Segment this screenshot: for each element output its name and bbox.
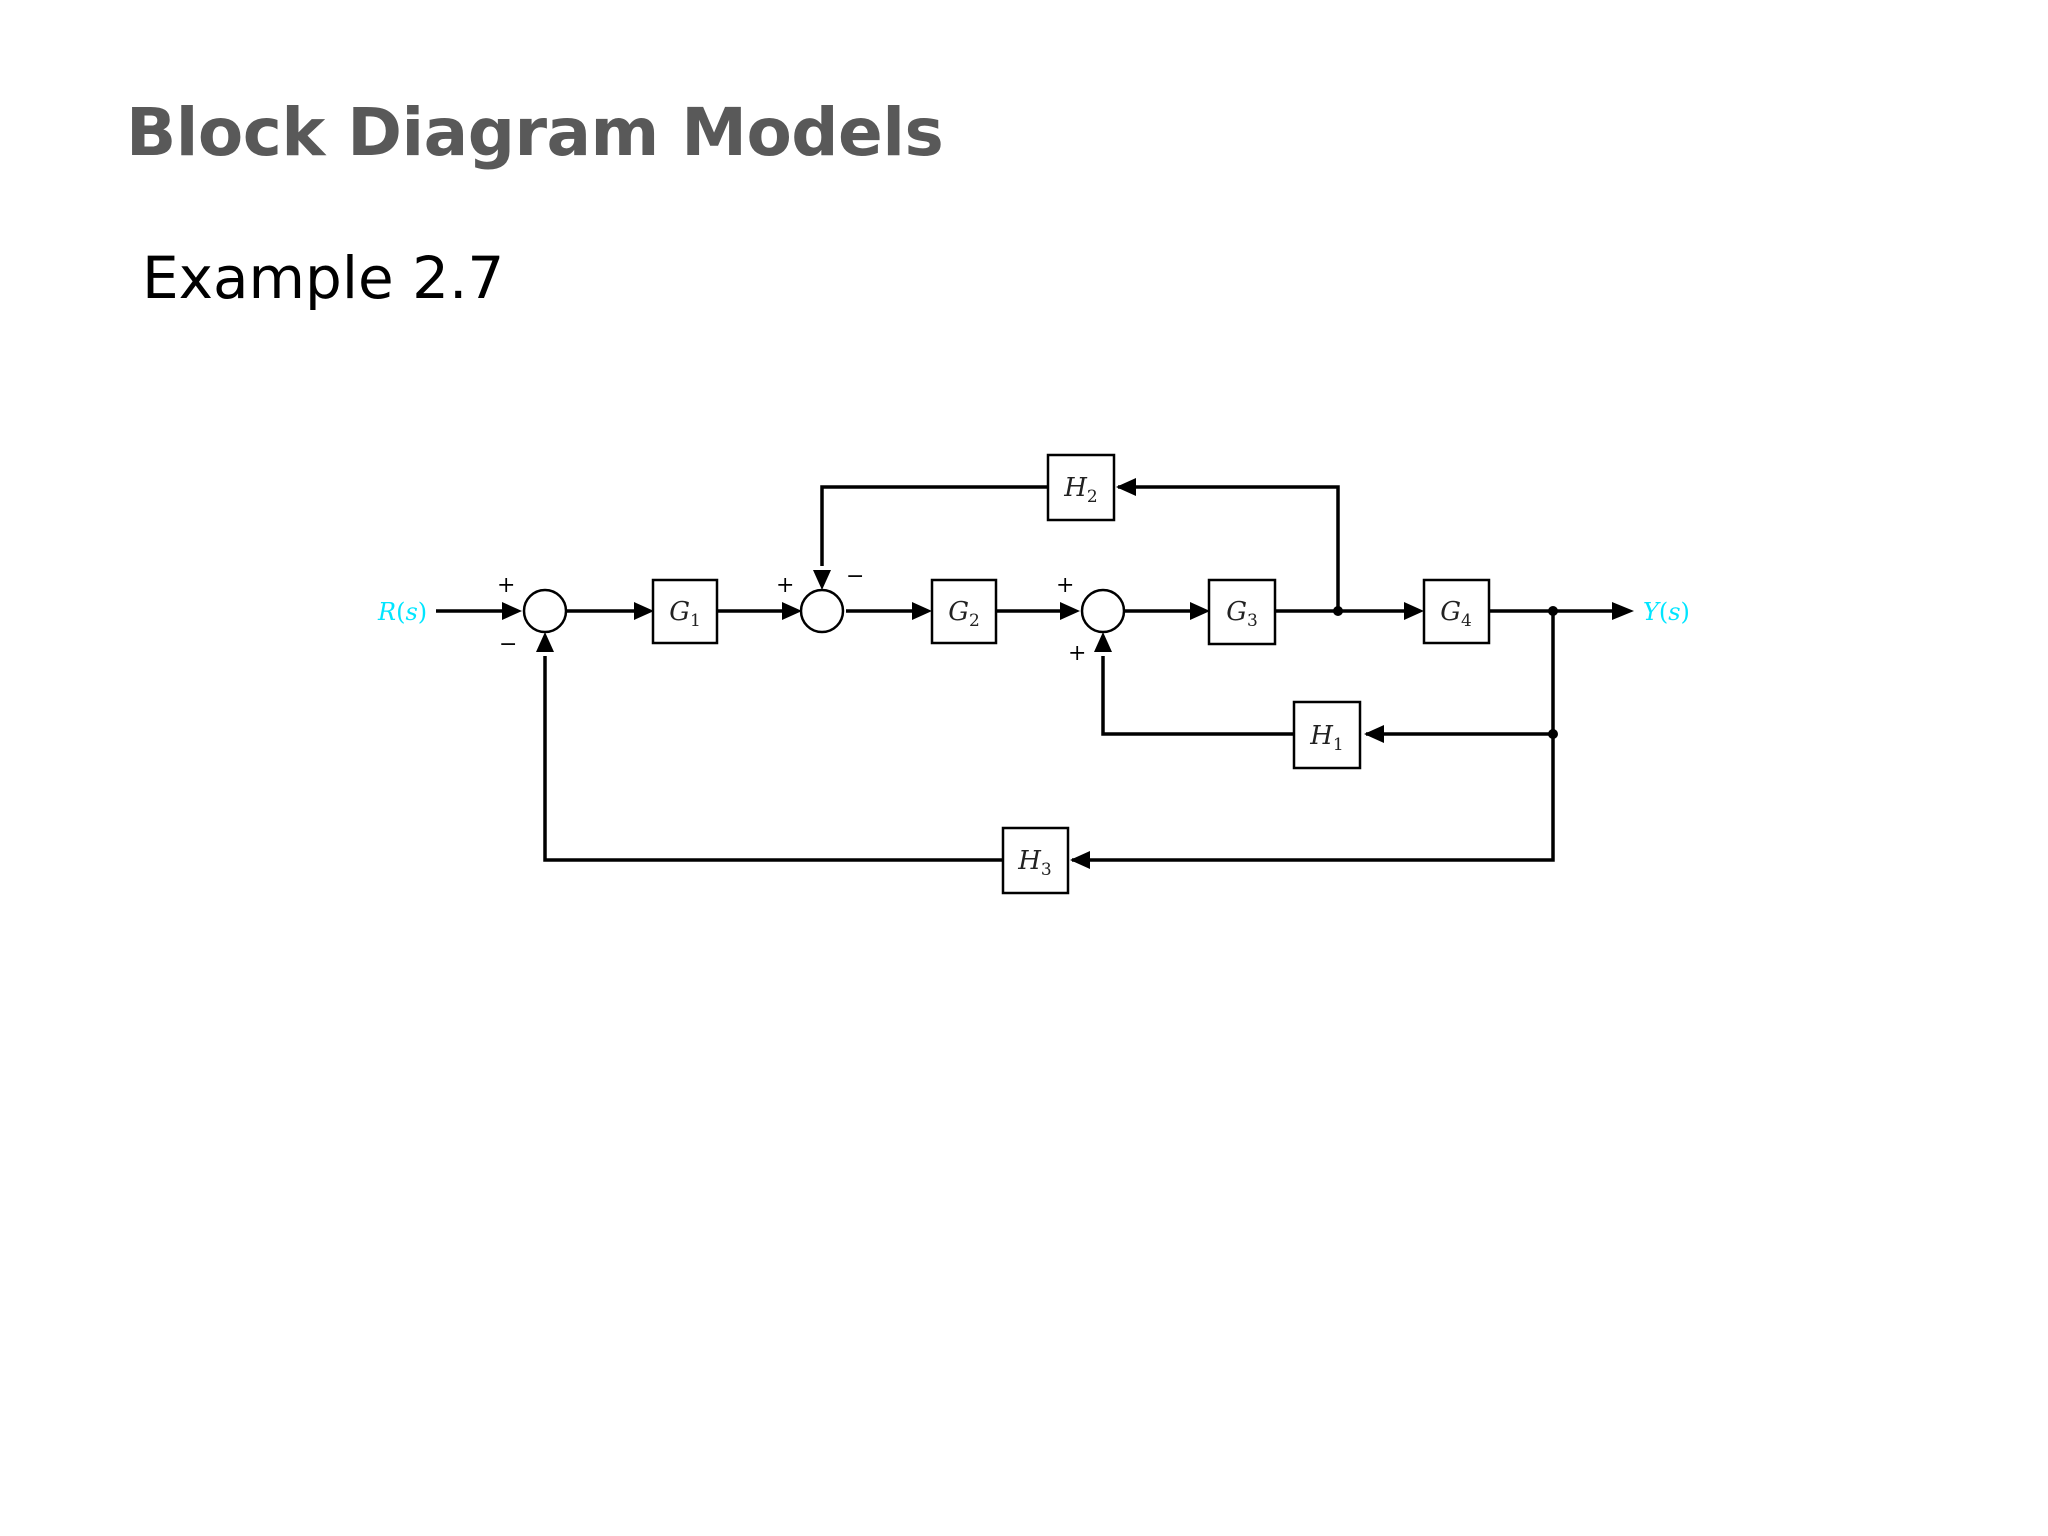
- block-h2: H2: [1046, 453, 1116, 522]
- block-g4-sub: 4: [1461, 611, 1472, 631]
- block-g4: G4: [1422, 578, 1491, 645]
- wire-h3-loop-in: [1072, 734, 1555, 862]
- arrow-into-h3: [1070, 851, 1090, 869]
- takeoff-points: [1333, 606, 1558, 739]
- block-h3-sub: 3: [1041, 860, 1052, 880]
- sum3-plus-sign-bottom: +: [1068, 641, 1086, 666]
- svg-text:G3: G3: [1226, 597, 1258, 631]
- takeoff-point-output: [1548, 606, 1558, 616]
- output-signal-var: Y: [1643, 598, 1661, 626]
- sum2-plus-sign: +: [776, 573, 794, 598]
- arrow-into-h1: [1364, 725, 1384, 743]
- arrow-into-g1: [634, 602, 654, 620]
- arrow-h1-into-sum3: [1094, 632, 1112, 652]
- block-h3: H3: [1001, 826, 1070, 895]
- input-signal-open-paren: (: [396, 598, 405, 626]
- output-signal-close-paren: ): [1681, 598, 1690, 626]
- block-h1-sub: 1: [1333, 735, 1344, 755]
- wire-h2-loop-in: [1118, 485, 1340, 611]
- svg-text:G1: G1: [669, 597, 701, 631]
- svg-text:H1: H1: [1309, 721, 1344, 755]
- block-h1: H1: [1292, 700, 1362, 770]
- arrow-into-sum1: [502, 602, 522, 620]
- arrow-into-sum3: [1060, 602, 1080, 620]
- summing-junction-1: [522, 588, 568, 634]
- block-g1: G1: [651, 578, 719, 645]
- block-g3-letter: G: [1226, 597, 1247, 627]
- block-h3-letter: H: [1017, 846, 1042, 876]
- sum2-minus-sign: −: [846, 564, 864, 589]
- block-h1-letter: H: [1309, 721, 1334, 751]
- arrow-output: [1612, 602, 1634, 620]
- wire-h3-loop-out: [543, 656, 1002, 862]
- feedback-path-wires: [543, 485, 1555, 862]
- block-g2: G2: [930, 578, 998, 645]
- block-g3-sub: 3: [1247, 611, 1258, 631]
- arrow-into-g2: [912, 602, 932, 620]
- arrow-into-g3: [1190, 602, 1210, 620]
- arrowheads: [502, 478, 1634, 869]
- block-g2-letter: G: [948, 597, 969, 627]
- summing-junction-2: [799, 588, 845, 634]
- input-signal-close-paren: ): [418, 598, 427, 626]
- takeoff-point-h1: [1548, 729, 1558, 739]
- sum1-plus-sign: +: [497, 573, 515, 598]
- input-signal-arg: s: [405, 598, 417, 626]
- wire-h2-loop-out: [820, 485, 1048, 566]
- wire-h1-loop-out: [1101, 656, 1294, 736]
- sum1-minus-sign: −: [499, 632, 517, 657]
- output-signal-open-paren: (: [1659, 598, 1668, 626]
- block-g4-letter: G: [1440, 597, 1461, 627]
- input-signal-var: R: [377, 598, 396, 626]
- block-g2-sub: 2: [969, 611, 980, 631]
- block-h2-letter: H: [1063, 473, 1088, 503]
- block-h2-sub: 2: [1087, 487, 1098, 507]
- arrow-h3-into-sum1: [536, 632, 554, 652]
- summing-junction-3: [1080, 588, 1126, 634]
- block-g1-letter: G: [669, 597, 690, 627]
- arrow-into-h2: [1116, 478, 1136, 496]
- slide-title: Block Diagram Models: [126, 94, 944, 171]
- sum3-plus-sign-top: +: [1056, 573, 1074, 598]
- arrow-into-g4: [1404, 602, 1424, 620]
- slide-subtitle: Example 2.7: [142, 244, 505, 312]
- output-signal-label: Y(s): [1643, 598, 1690, 626]
- svg-text:H2: H2: [1063, 473, 1098, 507]
- output-signal-arg: s: [1668, 598, 1680, 626]
- input-signal-label: R(s): [377, 598, 427, 626]
- svg-text:H3: H3: [1017, 846, 1052, 880]
- takeoff-point-g3: [1333, 606, 1343, 616]
- svg-text:G2: G2: [948, 597, 980, 631]
- arrow-into-sum2: [782, 602, 802, 620]
- arrow-h2-into-sum2: [813, 570, 831, 590]
- block-g3: G3: [1207, 578, 1277, 646]
- svg-text:G4: G4: [1440, 597, 1472, 631]
- block-g1-sub: 1: [690, 611, 701, 631]
